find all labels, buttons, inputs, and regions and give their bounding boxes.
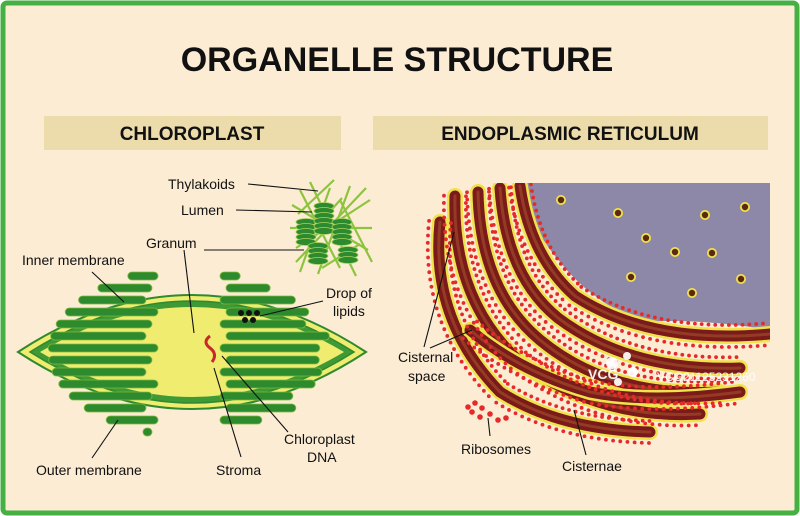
granum-detail <box>290 179 373 277</box>
label-drop-of-lipids-line2: lipids <box>333 303 365 319</box>
label-stroma: Stroma <box>216 462 261 478</box>
chloroplast-leader-lines <box>91 183 324 459</box>
label-drop-of-lipids-line1: Drop of <box>326 285 372 301</box>
er-cisternae <box>430 183 770 440</box>
page-title: ORGANELLE STRUCTURE <box>181 41 614 79</box>
label-cisternal-space-line2: space <box>408 368 446 384</box>
er-heading: ENDOPLASMIC RETICULUM <box>441 124 699 145</box>
er-banner <box>373 116 768 150</box>
chloroplast-illustration <box>16 271 368 437</box>
free-ribosomes <box>465 400 509 423</box>
label-outer-membrane: Outer membrane <box>36 462 142 478</box>
label-cisternae: Cisternae <box>562 458 622 474</box>
label-chloroplast-dna-line2: DNA <box>307 449 337 465</box>
watermark-logo: VCG <box>588 366 618 382</box>
er-illustration <box>387 183 770 445</box>
thylakoid-stacks <box>47 271 330 437</box>
lipid-droplets <box>238 310 260 323</box>
chloroplast-dna-strand <box>204 334 217 363</box>
watermark-id: VCG21125231260 <box>657 370 756 384</box>
nucleus <box>520 183 770 330</box>
chloroplast-heading: CHLOROPLAST <box>120 124 265 145</box>
label-ribosomes: Ribosomes <box>461 441 531 457</box>
label-chloroplast-dna-line1: Chloroplast <box>284 431 355 447</box>
label-lumen: Lumen <box>181 202 224 218</box>
label-granum: Granum <box>146 235 197 251</box>
label-cisternal-space-line1: Cisternal <box>398 349 453 365</box>
watermark: VCG VCG21125231260 <box>588 352 756 386</box>
chloroplast-banner <box>44 116 341 150</box>
er-leader-lines <box>423 231 587 456</box>
label-thylakoids: Thylakoids <box>168 176 235 192</box>
nuclear-pores <box>519 187 750 298</box>
label-inner-membrane: Inner membrane <box>22 252 125 268</box>
